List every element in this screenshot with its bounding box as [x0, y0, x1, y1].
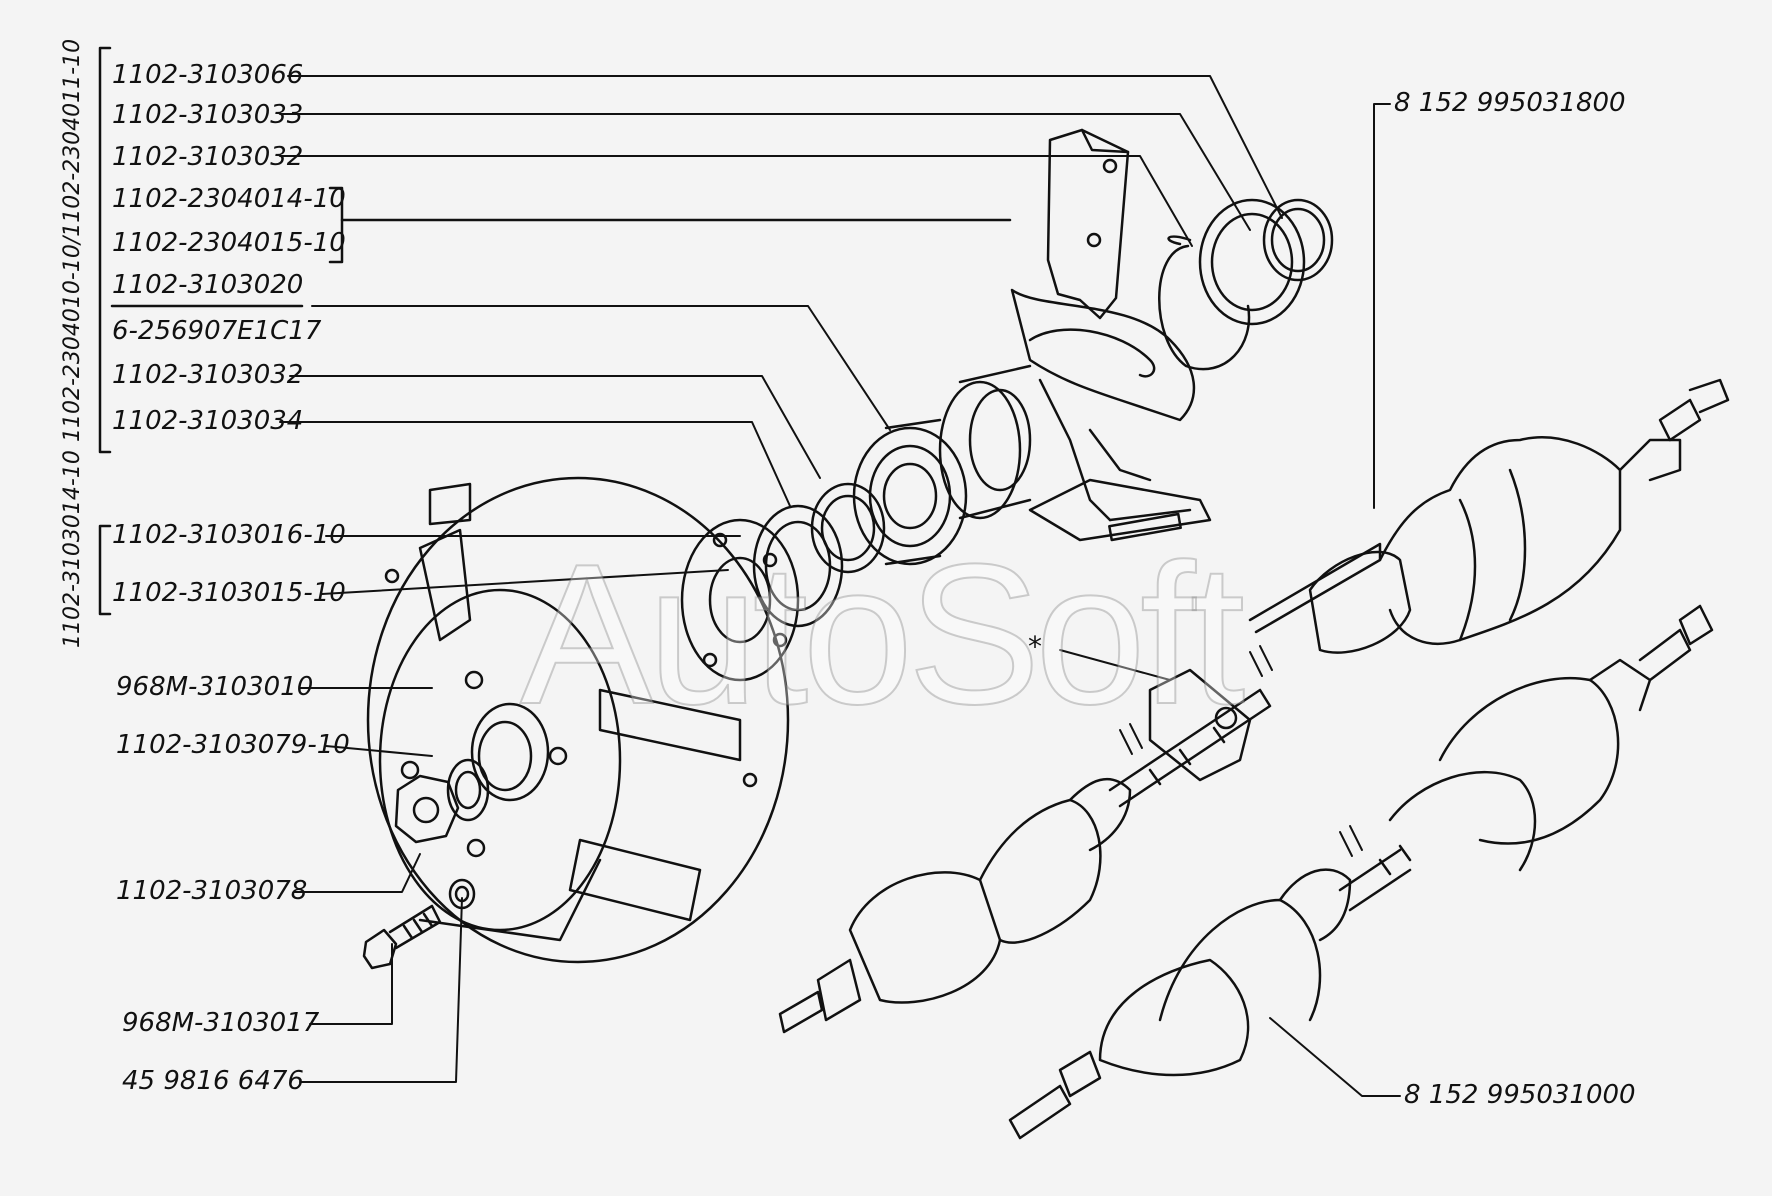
spring-washer [448, 878, 476, 910]
label-968M-3103010: 968M-3103010 [116, 672, 314, 702]
label-1102-3103034: 1102-3103034 [112, 406, 304, 436]
leader-lines [279, 75, 1401, 1097]
drive-shaft-lower [1008, 604, 1714, 1140]
label-shaft-lower: 8 152 995031000 [1404, 1080, 1636, 1110]
drum-housing [366, 476, 790, 964]
bracket-group-label: 1102-2304010-10/1102-2304011-10 [60, 38, 85, 442]
pair-bracket [328, 186, 1012, 264]
label-1102-3103016-10: 1102-3103016-10 [112, 520, 346, 550]
intermediate-support [1148, 668, 1252, 782]
watermark: AutoSoft [519, 522, 1246, 747]
label-1102-3103032-lower: 1102-3103032 [112, 360, 304, 390]
retaining-ring-upper [1158, 235, 1251, 371]
label-1102-2304015-10: 1102-2304015-10 [112, 228, 346, 258]
hub-flange [680, 518, 800, 682]
group-bracket-upper [98, 46, 112, 454]
label-1102-2304014-10: 1102-2304014-10 [112, 184, 346, 214]
snap-ring [1262, 198, 1334, 282]
label-1102-3103032-upper: 1102-3103032 [112, 142, 304, 172]
drive-shaft-upper [778, 378, 1730, 1034]
hex-bolt [362, 904, 442, 970]
hub-group-label: 1102-3103014-10 [60, 450, 85, 648]
inner-ring [810, 482, 886, 574]
group-bracket-lower [98, 524, 112, 616]
label-washer: 45 9816 6476 [122, 1066, 304, 1096]
support-bracket [1010, 128, 1212, 542]
label-1102-3103079-10: 1102-3103079-10 [116, 730, 350, 760]
nut-washer [446, 758, 490, 822]
bearing-housing [938, 364, 1032, 520]
label-1102-3103015-10: 1102-3103015-10 [112, 578, 346, 608]
hub-nut [394, 774, 460, 844]
label-bearing: 6-256907E1C17 [112, 316, 322, 346]
break-marks [1119, 645, 1363, 857]
label-1102-3103066: 1102-3103066 [112, 60, 304, 90]
asterisk-marker: * [1028, 630, 1042, 663]
label-968M-3103017: 968M-3103017 [122, 1008, 320, 1038]
label-1102-3103033: 1102-3103033 [112, 100, 304, 130]
label-shaft-upper: 8 152 995031800 [1394, 88, 1626, 118]
spring-ring [1198, 198, 1306, 326]
label-1102-3103078: 1102-3103078 [116, 876, 308, 906]
label-1102-3103020: 1102-3103020 [112, 270, 304, 300]
